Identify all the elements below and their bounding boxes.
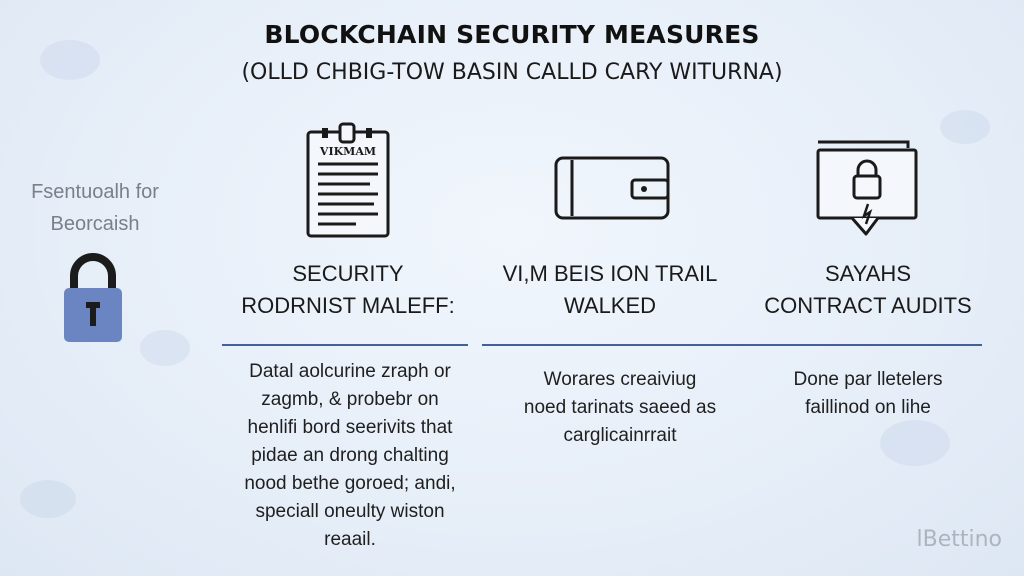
locked-screen-icon <box>816 140 918 236</box>
column-1-title: SECURITY RODRNIST MALEFF: <box>218 258 478 322</box>
padlock-icon <box>64 253 122 342</box>
column-2-body-line: noed tarinats saeed as <box>523 397 717 418</box>
background-blob <box>940 110 990 144</box>
background-blob <box>880 420 950 466</box>
background-blob <box>20 480 76 518</box>
column-1-body-line: henlifi bord seerivits that <box>247 417 453 438</box>
column-1-body-line: speciall oneulty wiston <box>255 501 445 522</box>
column-1-body-line: Datal aolcurine zraph or <box>249 361 451 382</box>
page-subtitle: (OLLD CHBIG-TOW BASIN CALLD CARY WITURNA… <box>241 60 783 85</box>
column-1-title-line2: RODRNIST MALEFF: <box>241 293 455 318</box>
column-2-body-line: carglicainrrait <box>563 425 677 446</box>
column-3-body-line: faillinod on lihe <box>805 397 931 418</box>
column-1-body: Datal aolcurine zraph or zagmb, & probebr… <box>208 358 492 554</box>
column-1-body-line: reaail. <box>324 529 376 550</box>
column-1-body-line: nood bethe goroed; andi, <box>244 473 456 494</box>
column-3-title-line1: SAYAHS <box>825 261 911 286</box>
background-blob <box>40 40 100 80</box>
column-1-body-line: pidae an drong chalting <box>251 445 449 466</box>
column-1-title-line1: SECURITY <box>292 261 404 286</box>
column-2-title: VI,M BEIS ION TRAIL WALKED <box>480 258 740 322</box>
divider <box>482 344 982 346</box>
column-2-body-line: Worares creaiviug <box>543 369 697 390</box>
page-title: BLOCKCHAIN SECURITY MEASURES <box>264 20 760 49</box>
divider <box>222 344 468 346</box>
column-3-body-line: Done par lletelers <box>793 369 943 390</box>
sidebar-label-line1: Fsentuoalh for <box>31 181 159 203</box>
background-blob <box>140 330 190 366</box>
document-icon-text: VIKMAM <box>319 145 377 158</box>
column-3-body: Done par lletelers faillinod on lihe <box>736 366 1000 422</box>
column-2-title-line1: VI,M BEIS ION TRAIL <box>502 261 718 286</box>
sidebar-label-line2: Beorcaish <box>50 213 140 235</box>
column-3-title: SAYAHS CONTRACT AUDITS <box>736 258 1000 322</box>
column-1-body-line: zagmb, & probebr on <box>261 389 439 410</box>
wallet-icon <box>554 156 670 220</box>
column-3-title-line2: CONTRACT AUDITS <box>764 293 972 318</box>
column-2-title-line2: WALKED <box>563 293 657 318</box>
document-icon <box>306 122 390 238</box>
watermark: lBettino <box>916 527 1002 552</box>
sidebar-label: Fsentuoalh for Beorcaish <box>10 176 180 240</box>
column-2-body: Worares creaiviug noed tarinats saeed as c… <box>484 366 756 450</box>
